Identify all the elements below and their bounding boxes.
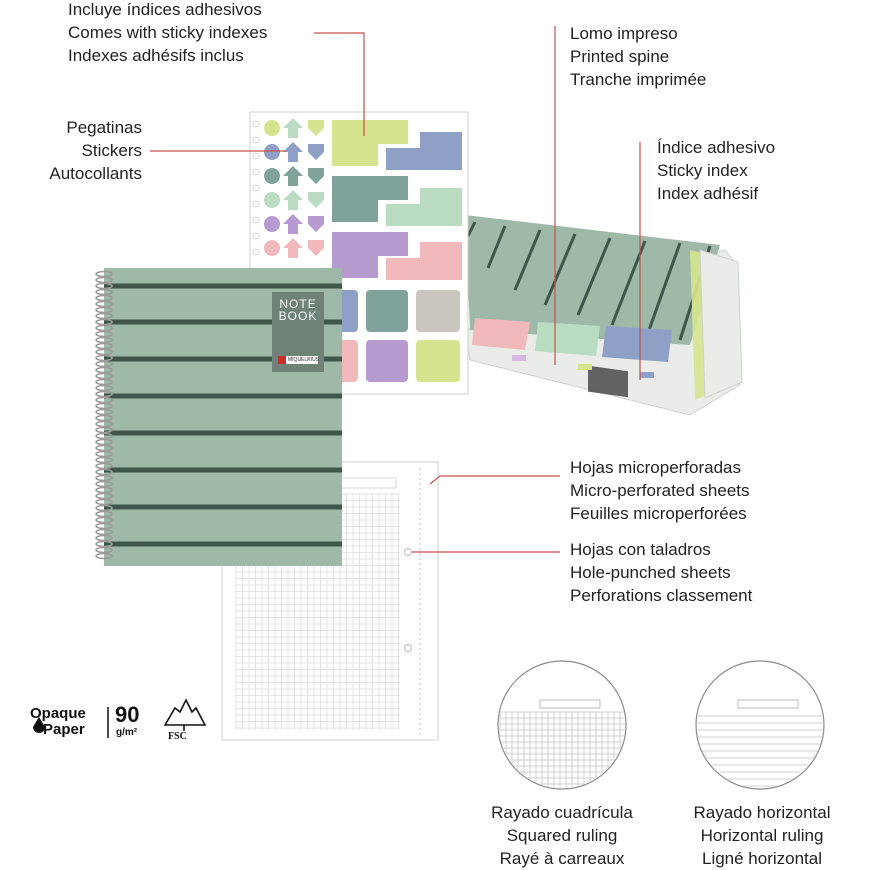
callout-text-fr: Index adhésif (657, 184, 759, 203)
callout-printed-spine: Lomo impreso Printed spine Tranche impri… (570, 22, 706, 91)
caption-text-fr: Ligné horizontal (701, 849, 823, 868)
callout-text-es: Hojas con taladros (570, 540, 711, 559)
callout-text-en: Stickers (81, 141, 142, 160)
cover-label: NOTE BOOK (272, 298, 324, 322)
fsc-tree-icon (163, 698, 207, 731)
caption-text-es: Rayado cuadrícula (491, 803, 633, 822)
callout-text-en: Comes with sticky indexes (68, 23, 268, 42)
callout-text-en: Sticky index (657, 161, 748, 180)
squared-ruling-swatch (497, 660, 627, 790)
caption-squared-ruling: Rayado cuadrícula Squared ruling Rayé à … (462, 801, 662, 870)
callout-sticky-indexes: Incluye índices adhesivos Comes with sti… (68, 0, 267, 67)
caption-text-fr: Rayé à carreaux (499, 849, 625, 868)
callout-text-en: Printed spine (570, 47, 670, 66)
callout-text-es: Incluye índices adhesivos (68, 0, 262, 19)
paper-weight-unit: g/m² (116, 727, 138, 738)
callout-text-es: Pegatinas (66, 118, 142, 137)
paper-weight-value: 90 (115, 702, 140, 727)
callout-text-fr: Feuilles microperforées (570, 504, 747, 523)
horizontal-ruling-swatch (695, 660, 825, 790)
callout-text-en: Micro-perforated sheets (570, 481, 750, 500)
callout-micro-perforated: Hojas microperforadas Micro-perforated s… (570, 456, 750, 525)
callout-text-es: Índice adhesivo (657, 138, 776, 157)
callout-text-fr: Tranche imprimée (570, 70, 707, 89)
callout-stickers: Pegatinas Stickers Autocollants (20, 116, 142, 185)
opaque-paper-badge: Opaque Paper (30, 706, 86, 738)
fsc-label: FSC (168, 731, 187, 742)
notebook-front (95, 268, 342, 566)
caption-text-en: Squared ruling (506, 826, 618, 845)
callout-text-fr: Perforations classement (570, 586, 753, 605)
caption-horizontal-ruling: Rayado horizontal Horizontal ruling Lign… (662, 801, 862, 870)
caption-text-es: Rayado horizontal (693, 803, 831, 822)
badge-line2: Paper (43, 721, 85, 738)
cover-label-line2: BOOK (278, 309, 318, 323)
callout-text-en: Hole-punched sheets (570, 563, 731, 582)
leader-lines (150, 26, 641, 553)
callout-hole-punched: Hojas con taladros Hole-punched sheets P… (570, 538, 752, 607)
callout-text-es: Lomo impreso (570, 24, 678, 43)
open-notebook (464, 215, 743, 416)
cover-brand: MIQUELRIUS (288, 357, 320, 363)
callout-text-fr: Indexes adhésifs inclus (68, 46, 244, 65)
callout-text-fr: Autocollants (49, 164, 142, 183)
cover-label-line1: NOTE (279, 297, 317, 311)
badge-line1: Opaque (30, 705, 86, 722)
drop-icon (33, 717, 45, 733)
caption-text-en: Horizontal ruling (700, 826, 824, 845)
callout-sticky-index: Índice adhesivo Sticky index Index adhés… (657, 136, 775, 205)
callout-text-es: Hojas microperforadas (570, 458, 742, 477)
